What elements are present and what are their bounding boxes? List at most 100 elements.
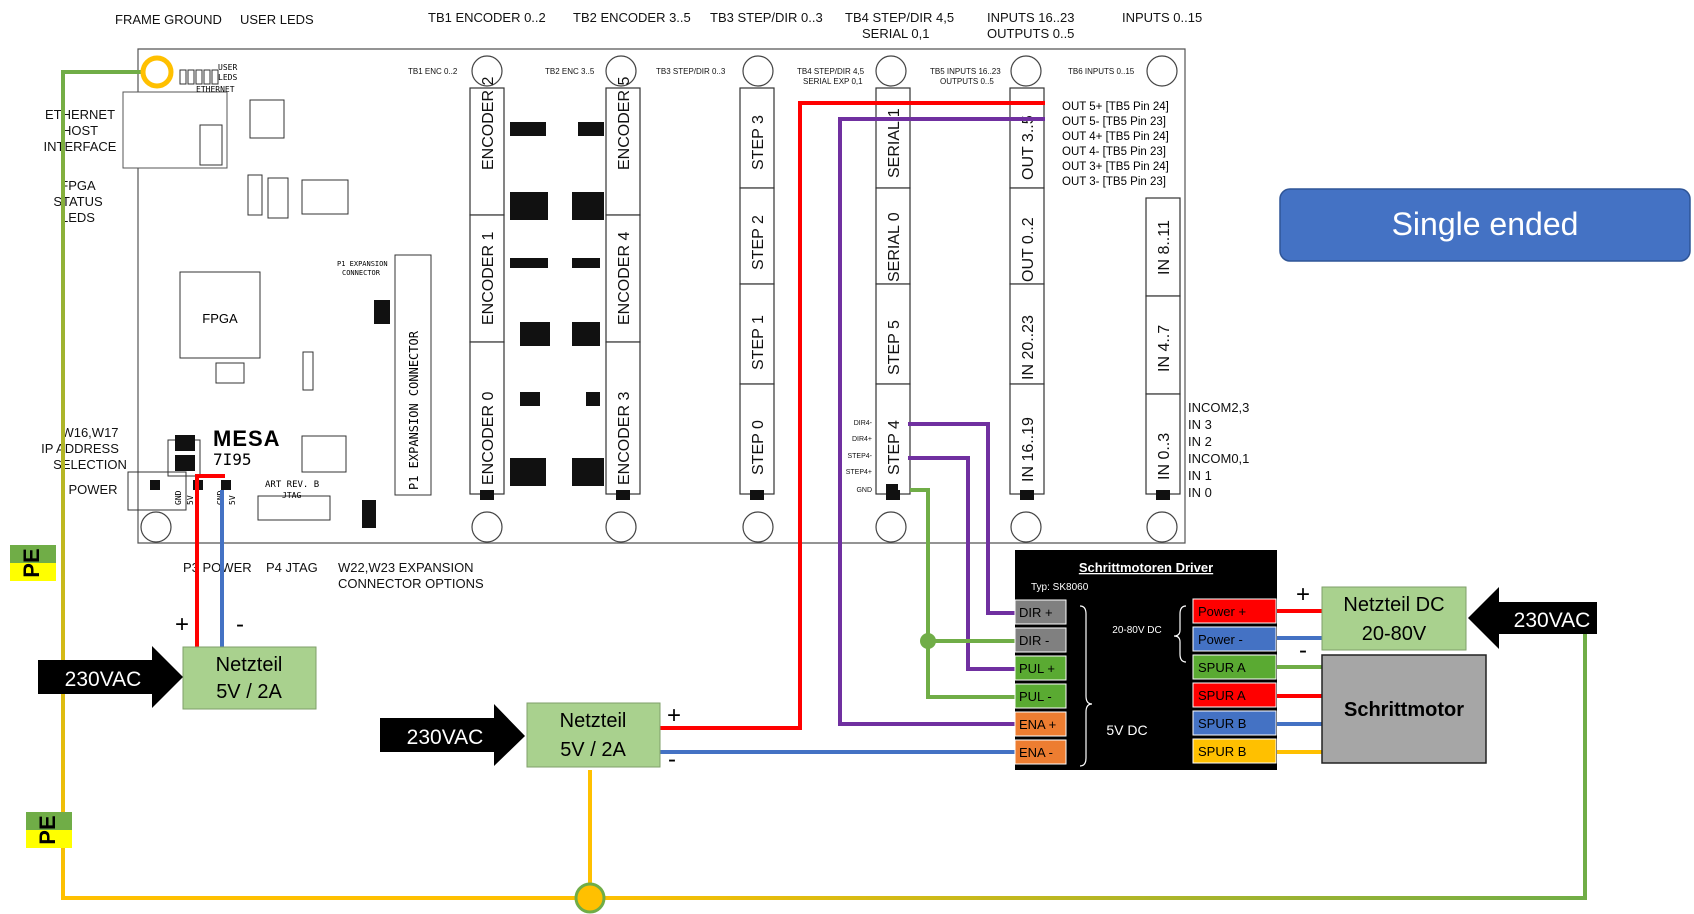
mesa-logo: MESA: [213, 426, 281, 451]
in-pin-in0: IN 0: [1188, 485, 1212, 500]
bottom-labels: P3 POWER P4 JTAG W22,W23 EXPANSION CONNE…: [183, 560, 484, 591]
sub-tb2: TB2 ENC 3..5: [545, 67, 595, 76]
jtag-small-label: JTAG: [282, 491, 301, 500]
in-pin-in2: IN 2: [1188, 434, 1212, 449]
power-pin-4: 5V: [228, 495, 237, 505]
driver-left-pin-label: DIR -: [1019, 633, 1049, 648]
label-in-8-11: IN 8..11: [1156, 220, 1173, 275]
driver-right-pin: Power +: [1192, 598, 1277, 624]
tb4-pin-dir4-plus: DIR4+: [852, 436, 872, 443]
psu1-line2: 5V / 2A: [216, 681, 282, 703]
components: [127, 99, 432, 521]
out-pin-1: OUT 5+ [TB5 Pin 24]: [1062, 101, 1169, 113]
driver-right-pin-label: SPUR A: [1198, 688, 1246, 703]
driver-right-pin-label: SPUR B: [1198, 744, 1246, 759]
psu-motor: Netzteil DC 20-80V + - 230VAC: [1296, 581, 1597, 664]
out-pin-list: OUT 5+ [TB5 Pin 24] OUT 5- [TB5 Pin 23] …: [1062, 101, 1169, 188]
out-pin-3: OUT 4+ [TB5 Pin 24]: [1062, 131, 1169, 143]
label-encoder-1: ENCODER 1: [480, 232, 497, 325]
driver-right-pin: SPUR B: [1192, 710, 1277, 736]
driver-left-pin: ENA -: [1014, 739, 1067, 765]
left-labels: ETHERNET HOST INTERFACE FPGA STATUS LEDS…: [41, 107, 127, 497]
psu-board: Netzteil 5V / 2A + - 230VAC: [38, 611, 317, 710]
fpga-label: FPGA: [202, 311, 238, 326]
single-ended-callout: Single ended: [1279, 188, 1691, 262]
dir-plus-wire: [908, 422, 1015, 615]
driver-left-pin: DIR -: [1014, 627, 1067, 653]
label-out-0-2: OUT 0..2: [1020, 217, 1037, 282]
label-step-1: STEP 1: [750, 315, 767, 370]
label-step-5: STEP 5: [886, 320, 903, 375]
fpga-chip: [179, 271, 261, 359]
pe-wiring: [61, 70, 1587, 900]
tb2-label: TB2 ENCODER 3..5: [573, 10, 691, 25]
fpga-status-label-1: FPGA: [60, 178, 96, 193]
ethernet-label-1: ETHERNET: [45, 107, 115, 122]
user-leds-small-1: USER: [218, 63, 237, 72]
mesa-7i95-board: ETHERNET USER LEDS: [122, 48, 1186, 544]
pe-junction: [574, 882, 606, 914]
sub-tb5-1: TB5 INPUTS 16..23: [930, 67, 1001, 76]
sub-tb4-1: TB4 STEP/DIR 4,5: [797, 67, 865, 76]
driver-voltage-in: 20-80V DC: [1112, 625, 1161, 636]
p3-power-label: P3 POWER: [183, 560, 252, 575]
pul-plus-wire: [908, 456, 1015, 671]
psu2-plus: +: [667, 702, 681, 729]
driver-title: Schrittmotoren Driver: [1079, 560, 1213, 575]
art-rev-label: ART REV. B: [265, 480, 319, 490]
psu2-line1: Netzteil: [560, 710, 627, 732]
psu1-plus: +: [175, 611, 189, 638]
sub-tb4-2: SERIAL EXP 0,1: [803, 77, 863, 86]
ethernet-jack: [122, 91, 228, 169]
tb5-label-b: OUTPUTS 0..5: [987, 26, 1074, 41]
p4-jtag-label: P4 JTAG: [266, 560, 318, 575]
terminal-blocks: [469, 87, 1181, 495]
psu-driver-signal: Netzteil 5V / 2A + - 230VAC: [380, 702, 681, 773]
pe-label-1: PE: [19, 548, 44, 577]
psu2-line2: 5V / 2A: [560, 739, 626, 761]
stepper-motor: Schrittmotor: [1321, 654, 1487, 764]
out-pin-6: OUT 3- [TB5 Pin 23]: [1062, 176, 1166, 188]
sub-tb5-2: OUTPUTS 0..5: [940, 77, 994, 86]
tb4-pin-step4-minus: STEP4-: [847, 453, 872, 460]
pul-minus-wire: [910, 488, 1015, 699]
ip-address-label-1: W16,W17: [61, 425, 118, 440]
label-step-4: STEP 4: [886, 420, 903, 475]
driver-left-pin-label: ENA +: [1019, 717, 1056, 732]
psu1-input: 230VAC: [65, 668, 142, 691]
driver-right-pin: Power -: [1192, 626, 1277, 652]
p1-small-2: CONNECTOR: [342, 269, 381, 277]
driver-voltage-5v: 5V DC: [1106, 722, 1147, 738]
driver-left-pin: DIR +: [1014, 599, 1067, 625]
user-leds-small-2: LEDS: [218, 73, 237, 82]
p1-connector-outline: [394, 254, 432, 496]
out-pin-4: OUT 4- [TB5 Pin 23]: [1062, 146, 1166, 158]
expansion-label-1: W22,W23 EXPANSION: [338, 560, 474, 575]
sub-tb6: TB6 INPUTS 0..15: [1068, 67, 1135, 76]
ip-address-label-2: IP ADDRESS: [41, 441, 119, 456]
psu3-line1: Netzteil DC: [1343, 594, 1444, 616]
tb4-pin-step4-plus: STEP4+: [846, 469, 872, 476]
user-led-array: USER LEDS: [179, 63, 237, 85]
driver-left-pin: PUL +: [1014, 655, 1067, 681]
tb6-label: INPUTS 0..15: [1122, 10, 1202, 25]
tb3-label: TB3 STEP/DIR 0..3: [710, 10, 823, 25]
label-in-20-23: IN 20..23: [1020, 315, 1037, 380]
ethernet-label-2: HOST: [62, 123, 98, 138]
label-in-0-3: IN 0..3: [1156, 433, 1173, 480]
psu1-minus: -: [236, 611, 244, 638]
tb1-label: TB1 ENCODER 0..2: [428, 10, 546, 25]
psu3-input: 230VAC: [1514, 609, 1591, 632]
psu1-input-arrow: [38, 646, 183, 708]
power-label: POWER: [68, 482, 117, 497]
psu2-input-arrow: [380, 704, 525, 766]
power-pin-2: 5V: [186, 495, 195, 505]
tb4-pin-dir4-minus: DIR4-: [854, 420, 873, 427]
model-label: 7I95: [213, 450, 252, 469]
driver-right-pin-label: SPUR A: [1198, 660, 1246, 675]
label-step-0: STEP 0: [750, 420, 767, 475]
driver-left-pin: PUL -: [1014, 683, 1067, 709]
driver-left-pin-label: DIR +: [1019, 605, 1053, 620]
tb4-pin-gnd: GND: [856, 487, 872, 494]
